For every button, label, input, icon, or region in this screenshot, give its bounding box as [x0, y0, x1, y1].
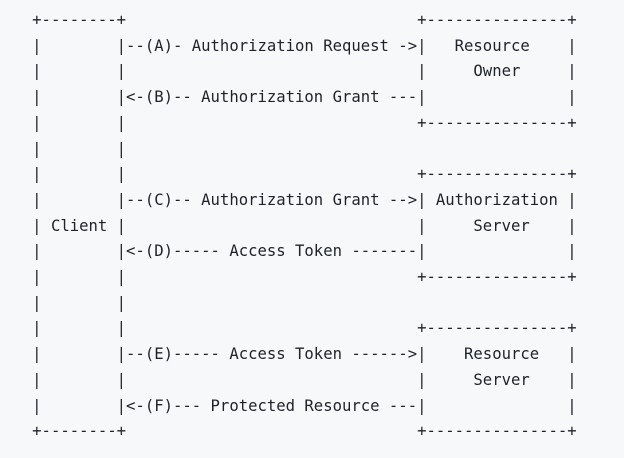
oauth-flow-ascii-diagram: +--------+ +---------------+ | |--(A)- A… — [32, 11, 577, 441]
